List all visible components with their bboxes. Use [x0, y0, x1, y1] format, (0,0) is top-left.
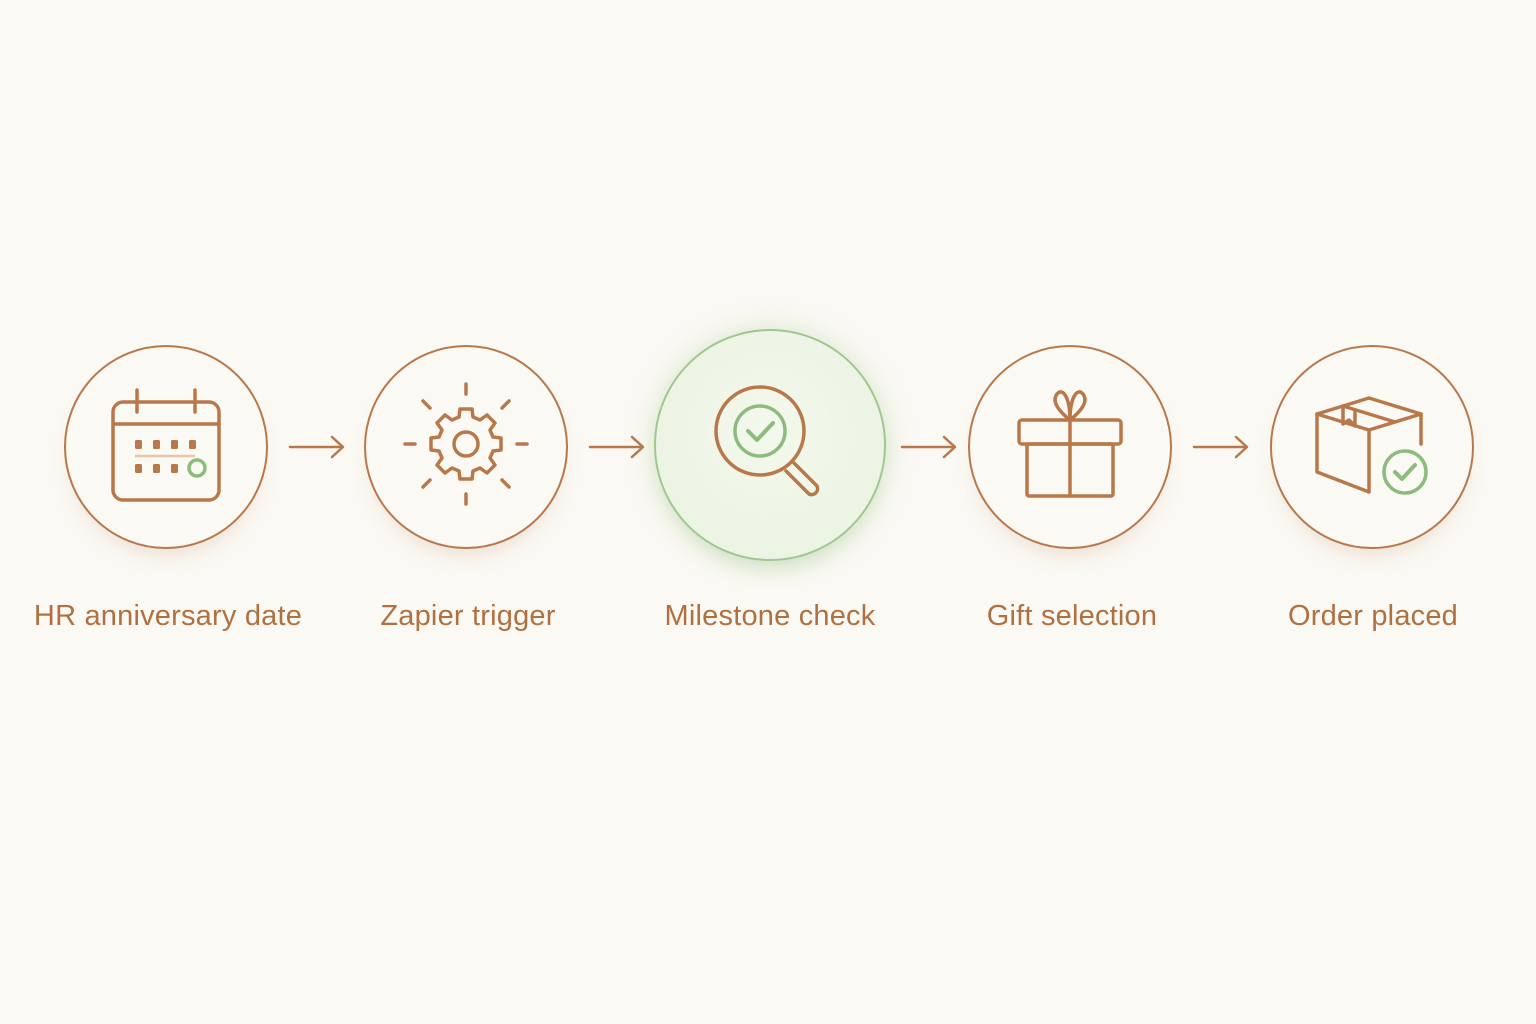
step-label: HR anniversary date — [33, 600, 303, 632]
step-milestone-check — [654, 329, 886, 561]
step-label: Order placed — [1287, 600, 1459, 632]
step-hr-anniversary-date — [64, 345, 268, 549]
package-check-icon — [1307, 380, 1437, 515]
gift-icon — [1005, 380, 1135, 515]
arrow-right-icon — [1192, 432, 1252, 462]
step-label: Milestone check — [664, 600, 876, 632]
step-order-placed — [1270, 345, 1474, 549]
arrow-right-icon — [288, 432, 348, 462]
step-zapier-trigger — [364, 345, 568, 549]
arrow-right-icon — [900, 432, 960, 462]
step-label: Gift selection — [986, 600, 1158, 632]
step-gift-selection — [968, 345, 1172, 549]
magnifier-check-icon — [705, 378, 835, 513]
calendar-icon — [101, 380, 231, 515]
step-label: Zapier trigger — [380, 600, 556, 632]
gear-icon — [401, 380, 531, 515]
arrow-right-icon — [588, 432, 648, 462]
